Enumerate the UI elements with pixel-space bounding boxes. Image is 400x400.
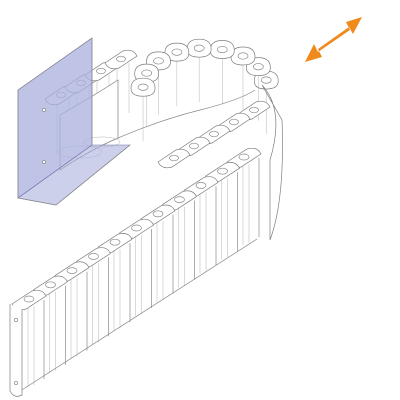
link-pin-hole (152, 210, 164, 218)
link-pin-hole (109, 238, 121, 246)
link-pin-hole (141, 69, 153, 77)
bracket-edge (55, 144, 131, 206)
link-pin-hole (209, 130, 219, 138)
bend-side-plate (261, 84, 283, 241)
bracket-screw-hole (42, 160, 46, 164)
lower-chain-run (9, 147, 262, 397)
bend-inner-edge (117, 89, 256, 139)
link-pin-hole (193, 44, 205, 52)
chain-bend (117, 38, 283, 241)
double-headed-motion-arrow-icon (305, 17, 362, 62)
bracket-edge (17, 37, 93, 91)
link-pin-hole (45, 281, 56, 289)
bracket-edge (17, 197, 57, 206)
link-pin-hole (137, 83, 149, 91)
motion-arrow-shape (305, 17, 362, 62)
link-pin-hole (169, 154, 179, 162)
link-pin-hole (238, 153, 250, 161)
bracket-screw-hole (42, 108, 46, 112)
link-pin-hole (116, 55, 126, 63)
link-pin-hole (131, 224, 142, 232)
mounting-bracket (17, 37, 131, 206)
end-plate-hole (14, 318, 18, 322)
link-pin-hole (217, 167, 228, 175)
link-pin-hole (249, 106, 259, 114)
chain-end-plate (9, 304, 23, 397)
link-pin-hole (237, 52, 249, 60)
link-pin-hole (260, 76, 272, 84)
link-pin-hole (66, 267, 78, 274)
link-pin-hole (216, 45, 228, 54)
link-pin-hole (189, 142, 199, 150)
chain-bottom-edge (13, 238, 258, 396)
link-pin-hole (23, 295, 35, 303)
link-pin-hole (171, 48, 183, 56)
link-pin-hole (229, 118, 239, 126)
link-pin-hole (96, 67, 106, 75)
link-pin-hole (88, 253, 99, 260)
link-pin-hole (153, 57, 164, 65)
link-pin-hole (253, 63, 264, 71)
link-pin-hole (195, 182, 207, 189)
end-plate-hole (14, 381, 18, 385)
link-pin-hole (174, 196, 185, 203)
